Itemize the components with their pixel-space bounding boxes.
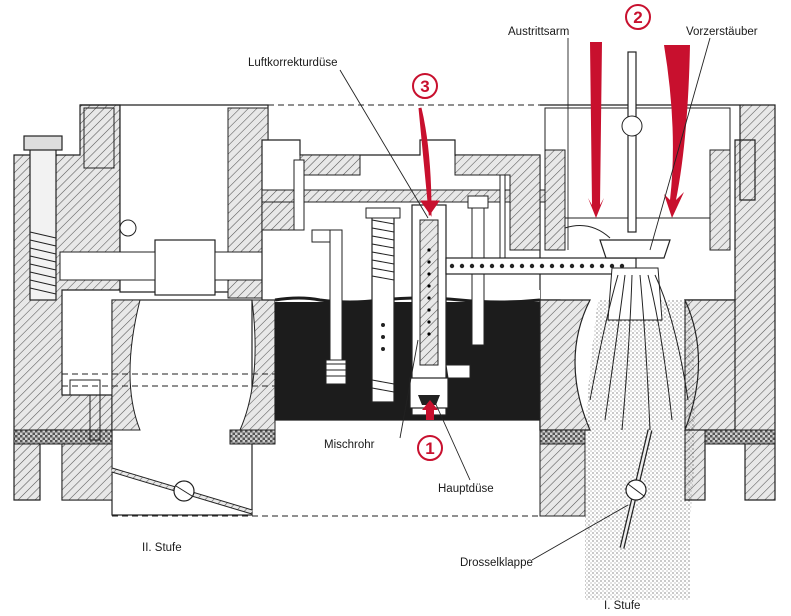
red-arrow-1	[422, 400, 438, 420]
first-stage-venturi	[539, 299, 591, 431]
svg-text:3: 3	[420, 77, 429, 96]
second-stage-throttle	[111, 467, 253, 515]
red-arrow-2-right	[664, 45, 690, 218]
label-drosselklappe: Drosselklappe	[460, 557, 533, 569]
flow-arrows	[418, 42, 690, 420]
label-austrittsarm: Austrittsarm	[508, 26, 569, 38]
label-stufe-2: II. Stufe	[142, 542, 182, 554]
air-channel	[445, 364, 471, 379]
first-stage-throttle	[619, 429, 653, 549]
left-block-top	[83, 107, 115, 169]
leader-lines	[339, 37, 711, 561]
label-mischrohr: Mischrohr	[324, 439, 375, 451]
marker-1: 1	[417, 435, 443, 461]
marker-2: 2	[625, 4, 651, 30]
emulsion-channel	[445, 257, 637, 275]
svg-text:2: 2	[633, 8, 642, 27]
red-arrow-3	[418, 107, 440, 217]
carburetor-body	[13, 51, 776, 600]
label-luftkorrekturduese: Luftkorrekturdüse	[248, 57, 338, 69]
idle-jet	[365, 207, 401, 403]
adjustment-screw	[29, 139, 57, 301]
label-hauptduese: Hauptdüse	[438, 483, 494, 495]
label-stufe-1: I. Stufe	[604, 600, 640, 612]
mixing-tube-assembly	[409, 204, 449, 416]
diaphragm-housing	[154, 239, 216, 296]
label-vorzerstaeuber: Vorzerstäuber	[686, 26, 758, 38]
pre-atomizer	[599, 239, 671, 259]
fuel-level	[275, 300, 540, 420]
marker-3: 3	[412, 73, 438, 99]
svg-text:1: 1	[425, 439, 434, 458]
red-arrow-2-left	[588, 42, 604, 218]
fuel-spray	[585, 300, 695, 600]
